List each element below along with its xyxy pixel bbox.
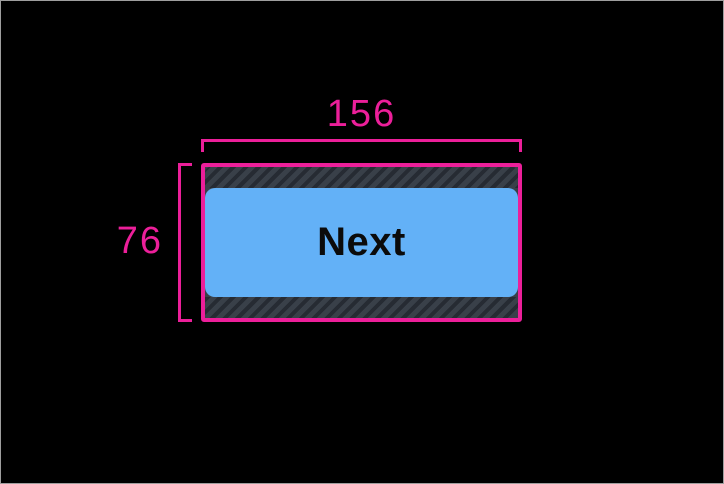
next-button-label: Next bbox=[317, 220, 406, 264]
padding-hatch-top bbox=[205, 167, 518, 188]
width-measurement-bracket bbox=[201, 139, 522, 152]
padding-hatch-bottom bbox=[205, 297, 518, 318]
selected-widget-bounds: Next bbox=[201, 163, 522, 322]
next-button[interactable]: Next bbox=[205, 188, 518, 297]
width-dimension-label: 156 bbox=[326, 93, 397, 135]
height-measurement-bracket bbox=[178, 163, 192, 322]
height-dimension-label: 76 bbox=[116, 220, 163, 262]
